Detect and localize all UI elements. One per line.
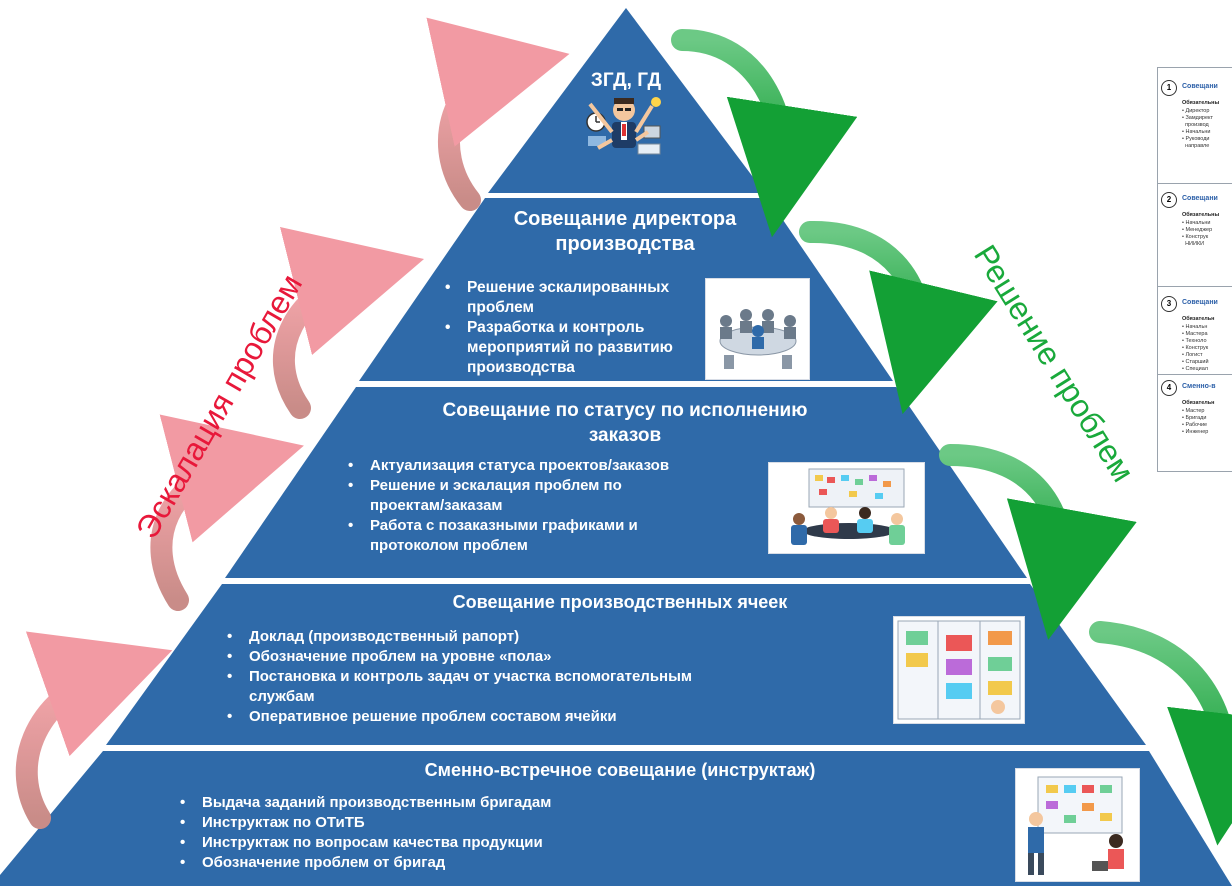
panel-item: • Инженер — [1182, 429, 1209, 435]
panel-heading: Совещани — [1182, 195, 1218, 202]
panel-item: производ — [1185, 122, 1209, 128]
escalation-arrow — [15, 631, 173, 829]
tier4-bullet-1: •Выдача заданий производственным бригада… — [180, 794, 552, 811]
panel-item: • Мастера — [1182, 331, 1208, 337]
kanban-board-icon — [893, 616, 1025, 724]
tier2-bullet-2: •Решение и эскалация проблем по — [348, 477, 622, 494]
tier1-bullets: •Решение эскалированных проблем •Разрабо… — [445, 278, 705, 378]
panel-subheading: Обязательны — [1182, 212, 1220, 218]
tier2-bullet-2-cont: проектам/заказам — [370, 497, 503, 514]
panel-item: • Начальни — [1182, 129, 1211, 135]
panel-item: • Конструк — [1182, 345, 1209, 351]
tier3-bullet-3: •Постановка и контроль задач от участка … — [227, 668, 693, 685]
panel-item: • Техноло — [1182, 338, 1207, 344]
panel-number-1: 1 — [1161, 80, 1177, 96]
team-board-meeting-icon — [768, 462, 925, 554]
multitasking-manager-icon — [586, 97, 661, 155]
escalation-arrow — [272, 227, 425, 419]
tier3-title: Совещание производственных ячеек — [452, 592, 788, 612]
tier2-bullet-3-cont: протоколом проблем — [370, 537, 528, 554]
panel-item: • Начальни — [1182, 220, 1211, 226]
panel-item: • Логист — [1182, 352, 1203, 358]
panel-item: направле — [1185, 143, 1210, 149]
tier1-bullet-2-cont: мероприятий по развитию — [467, 339, 673, 356]
panel-item: • Менеджер — [1182, 227, 1213, 233]
solution-arrows — [671, 29, 1232, 846]
panel-number-2: 2 — [1161, 192, 1177, 208]
solution-arrow — [1089, 621, 1232, 846]
tier3-bullet-1: •Доклад (производственный рапорт) — [227, 628, 520, 645]
solution-arrow — [939, 444, 1137, 640]
panel-item: • Директор — [1182, 108, 1210, 114]
panel-item: • Руководи — [1182, 136, 1210, 142]
escalation-arrow — [426, 17, 570, 211]
panel-item: НИИКИ — [1185, 241, 1205, 247]
tier3-bullet-4: •Оперативное решение проблем составом яч… — [227, 708, 617, 725]
tier4-bullet-3: •Инструктаж по вопросам качества продукц… — [180, 834, 543, 851]
solution-arrow — [799, 220, 998, 415]
panel-item: • Бригади — [1182, 415, 1207, 421]
panel-item: • Старший — [1182, 359, 1209, 365]
tier3-bullet-3-cont: службам — [249, 688, 315, 705]
tier4-bullet-4: •Обозначение проблем от бригад — [180, 854, 446, 871]
panel-number-3: 3 — [1161, 296, 1177, 312]
panel-item: • Начальн — [1182, 324, 1208, 330]
tier4-bullets: •Выдача заданий производственным бригада… — [180, 793, 640, 873]
panel-item: • Мастер — [1182, 408, 1205, 414]
panel-divider — [1158, 286, 1232, 287]
panel-item: • Специал — [1182, 366, 1208, 372]
tier1-title-line1: Совещание директора — [513, 208, 737, 230]
escalation-arrows — [15, 17, 570, 829]
panel-subheading: Обязательны — [1182, 100, 1220, 106]
panel-item: • Замдирект — [1182, 115, 1214, 121]
planning-board-icon — [1015, 768, 1140, 882]
tier1-bullet-2-cont2: производства — [467, 359, 575, 376]
tier4-title: Сменно-встречное совещание (инструктаж) — [424, 760, 816, 780]
tier1-bullet-1: •Решение эскалированных — [445, 279, 670, 296]
panel-divider — [1158, 183, 1232, 184]
meeting-table-icon — [705, 278, 810, 380]
panel-divider — [1158, 374, 1232, 375]
tier-shift-briefing — [0, 751, 1232, 886]
tier2-bullet-3: •Работа с позаказными графиками и — [348, 517, 638, 534]
tier-production-cells — [106, 584, 1146, 745]
tier3-bullet-2: •Обозначение проблем на уровне «пола» — [227, 648, 552, 665]
apex-title: ЗГД, ГД — [590, 70, 662, 91]
panel-heading: Совещани — [1182, 299, 1218, 306]
tier2-bullets: •Актуализация статуса проектов/заказов •… — [348, 456, 748, 556]
tier2-title-line1: Совещание по статусу по исполнению — [442, 400, 808, 421]
escalation-arrow — [150, 414, 304, 611]
panel-heading: Совещани — [1182, 83, 1218, 90]
panel-subheading: Обязательн — [1182, 400, 1215, 406]
panel-heading: Сменно-в — [1182, 383, 1216, 390]
tier4-bullet-2: •Инструктаж по ОТиТБ — [180, 814, 365, 831]
tier1-title-line2: производства — [555, 233, 695, 255]
panel-item: • Рабочие — [1182, 422, 1208, 428]
tier2-title-line2: заказов — [588, 425, 662, 446]
participants-panel: 1 Совещани Обязательны • Директор • Замд… — [1157, 67, 1232, 472]
panel-number-4: 4 — [1161, 380, 1177, 396]
panel-subheading: Обязательн — [1182, 316, 1215, 322]
tier2-bullet-1: •Актуализация статуса проектов/заказов — [348, 457, 670, 474]
tier3-bullets: •Доклад (производственный рапорт) •Обозн… — [227, 627, 787, 727]
tier1-bullet-1-cont: проблем — [467, 299, 535, 316]
panel-item: • Конструк — [1182, 234, 1209, 240]
tier1-bullet-2: •Разработка и контроль — [445, 319, 645, 336]
solution-arrow — [671, 29, 858, 238]
